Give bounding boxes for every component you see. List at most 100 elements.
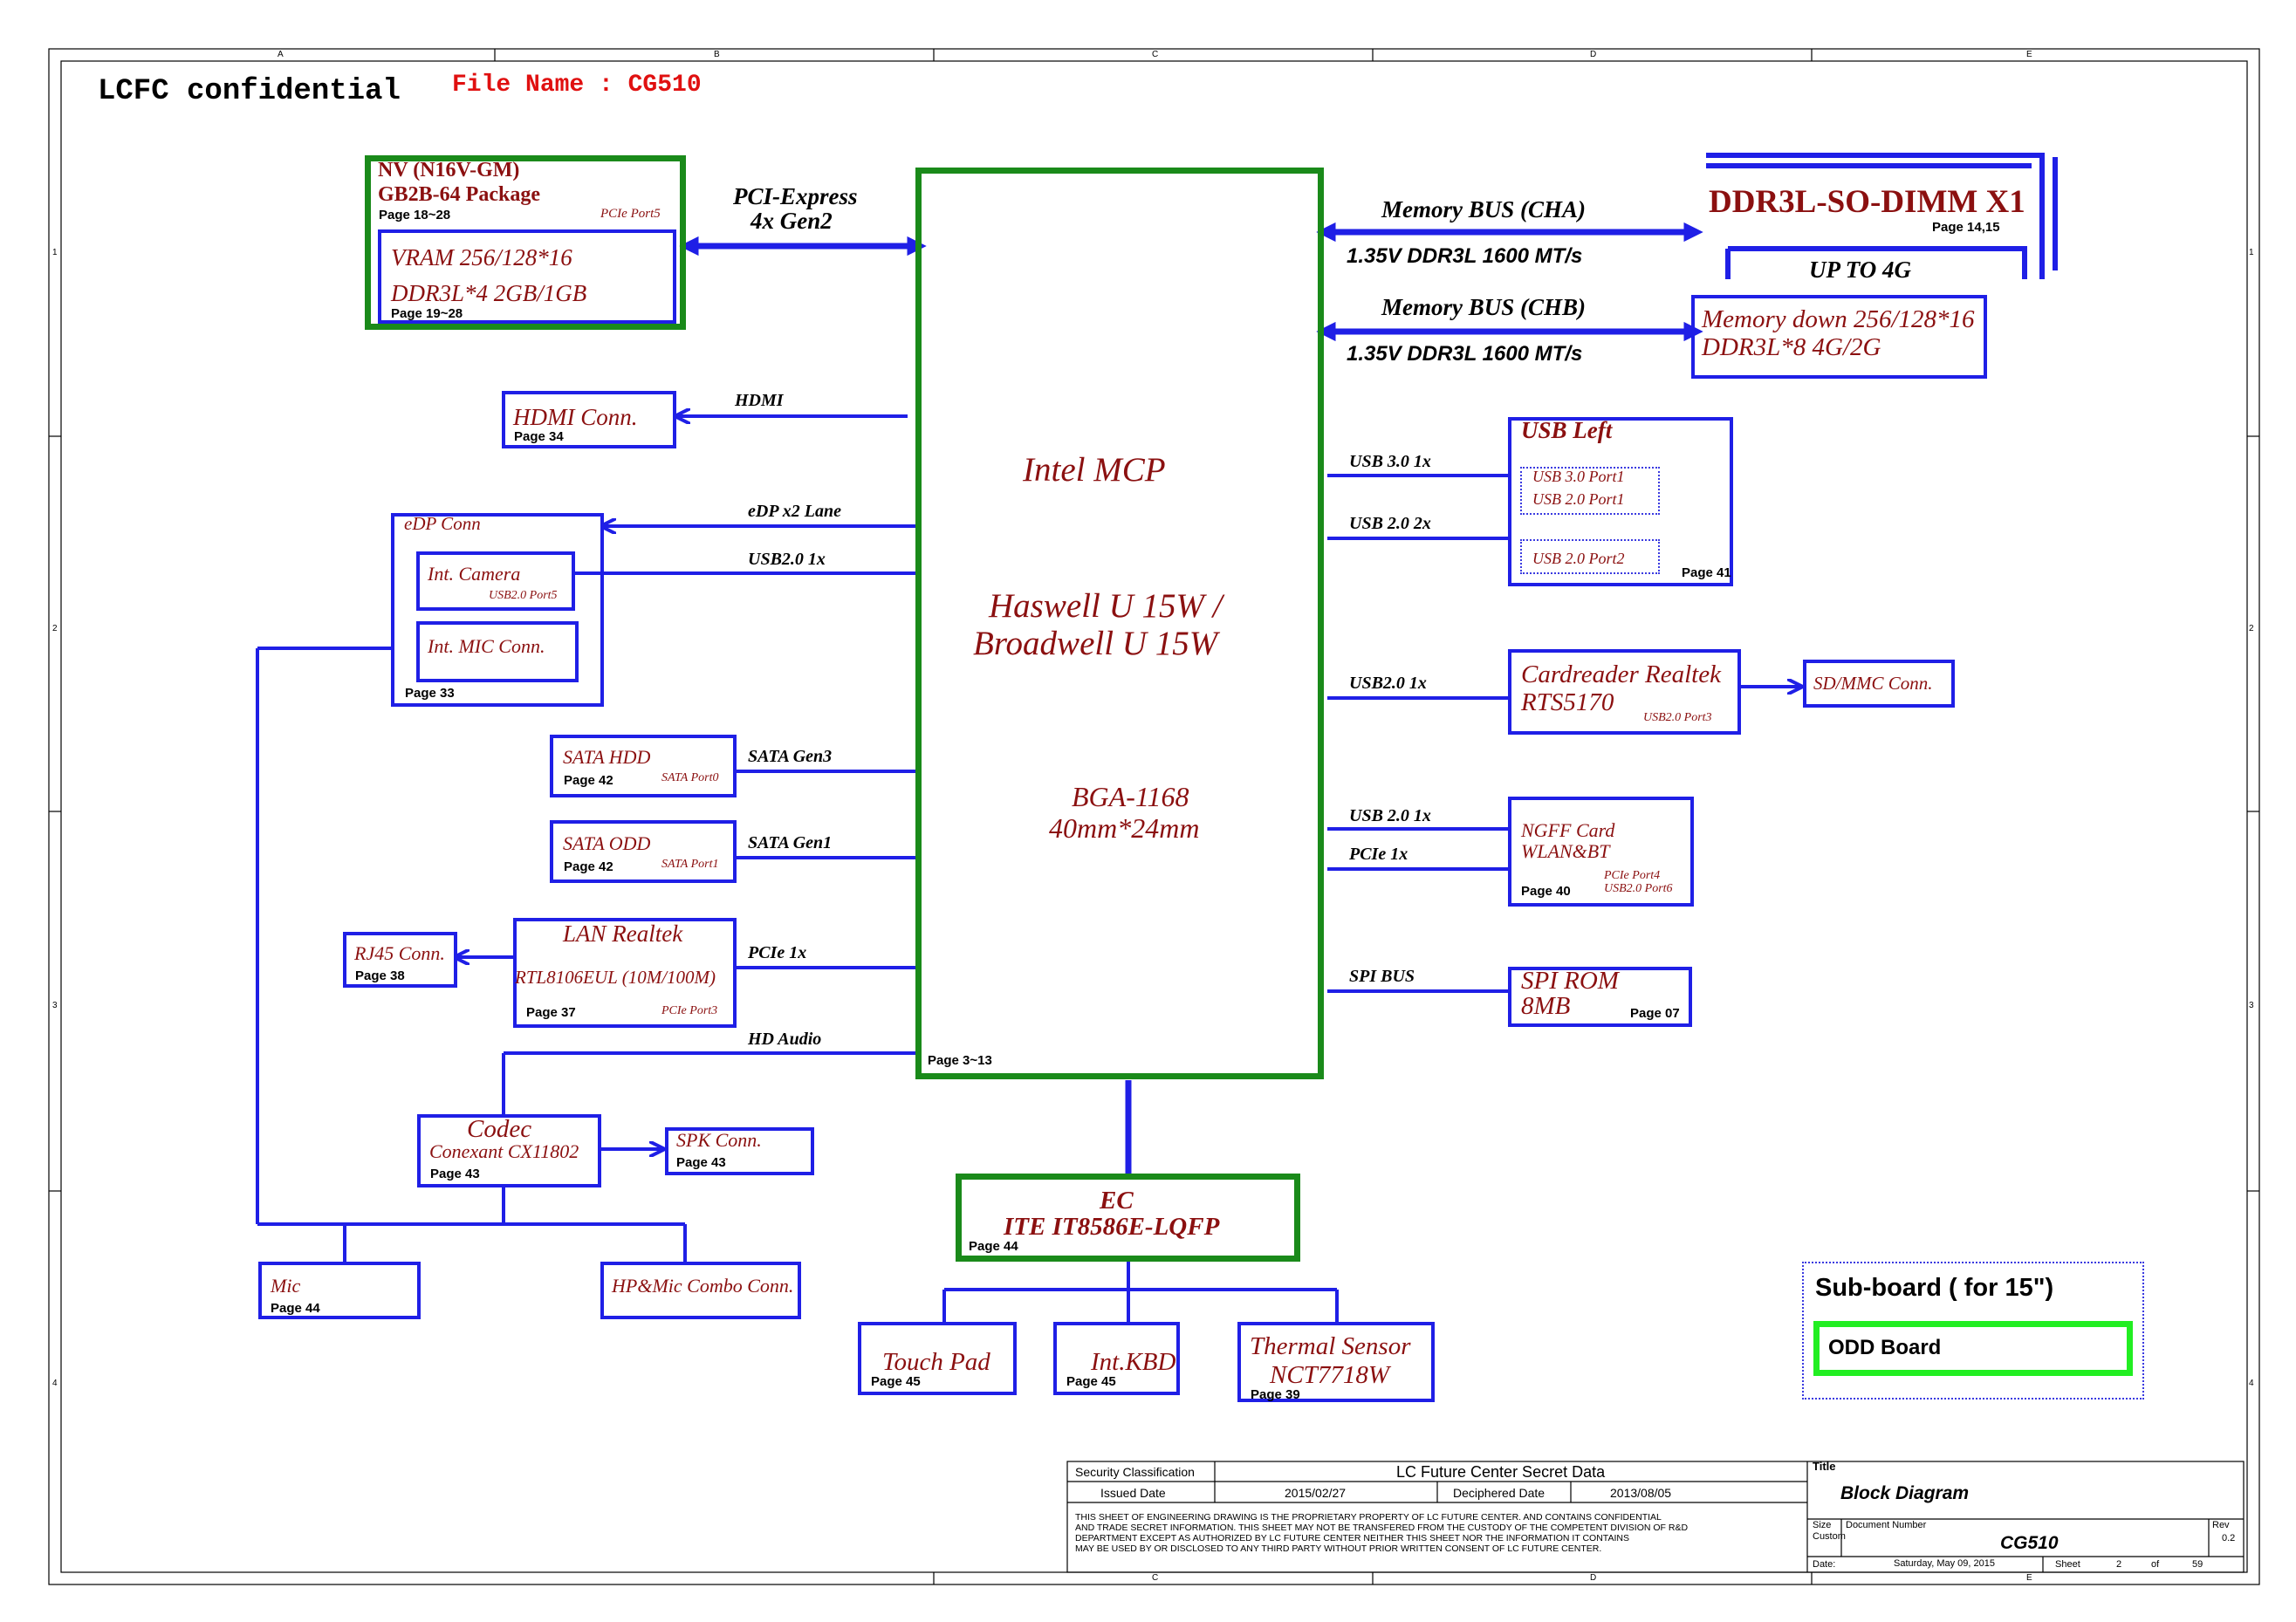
document-number-value: CG510 [2000, 1533, 2059, 1553]
ec-chip: ITE IT8586E-LQFP [1004, 1213, 1220, 1241]
sata-hdd-label: SATA HDD [563, 746, 651, 768]
sata-odd-signal: SATA Gen1 [748, 833, 833, 852]
ec-block [956, 1174, 1300, 1262]
camera-label: Int. Camera [428, 563, 521, 585]
usb2-signal: USB 2.0 2x [1349, 514, 1431, 533]
cpu-block [915, 168, 1324, 1079]
spk-conn-block [665, 1127, 814, 1175]
gpu-block [365, 155, 686, 330]
usb-port1-group [1520, 467, 1660, 515]
rj45-page: Page 38 [355, 968, 405, 983]
thermal-sensor-label: Thermal Sensor [1250, 1332, 1411, 1360]
memory-down-block [1691, 295, 1987, 379]
vram-line2: DDR3L*4 2GB/1GB [391, 280, 587, 306]
ngff-usb-signal: USB 2.0 1x [1349, 806, 1431, 825]
edp-conn-block [391, 513, 604, 707]
ngff-pcie-port: PCIe Port4 [1604, 869, 1661, 882]
cpu-package: BGA-1168 [1072, 781, 1189, 812]
sd-mmc-conn-block [1803, 660, 1955, 708]
security-value: LC Future Center Secret Data [1396, 1463, 1606, 1481]
notice-line3: DEPARTMENT EXCEPT AS AUTHORIZED BY LC FU… [1075, 1533, 1629, 1543]
spi-rom-label: SPI ROM [1521, 967, 1619, 995]
cardreader-label: Cardreader Realtek [1521, 660, 1721, 688]
usb3-port1: USB 3.0 Port1 [1532, 468, 1625, 485]
sata-odd-page: Page 42 [564, 859, 613, 874]
date-label: Date: [1813, 1559, 1836, 1570]
confidential-label: LCFC confidential [98, 75, 401, 108]
notice-line2: AND TRADE SECRET INFORMATION. THIS SHEET… [1075, 1523, 1689, 1533]
cardreader-block [1508, 649, 1741, 735]
usb-port2-group [1520, 539, 1660, 574]
sub-board-title: Sub-board ( for 15") [1815, 1274, 2054, 1302]
cardreader-signal: USB2.0 1x [1349, 674, 1427, 693]
size-value: Custom [1813, 1531, 1846, 1542]
thermal-sensor-block [1237, 1322, 1435, 1402]
ngff-pcie-signal: PCIe 1x [1349, 845, 1408, 864]
vram-block [378, 229, 676, 324]
file-name-label: File Name : CG510 [452, 72, 702, 99]
col-letter-c: C [1152, 50, 1159, 59]
cpu-haswell: Haswell U 15W / [989, 587, 1223, 625]
memory-bus-cha-spec: 1.35V DDR3L 1600 MT/s [1347, 244, 1583, 268]
notice-line4: MAY BE USED BY OR DISCLOSED TO ANY THIRD… [1075, 1543, 1602, 1554]
sub-board-group [1802, 1262, 2144, 1400]
lan-page: Page 37 [526, 1005, 576, 1020]
col-letter-a: A [278, 50, 284, 59]
hdmi-conn-block [502, 391, 676, 448]
pci-express-gen: 4x Gen2 [750, 208, 833, 234]
int-mic-conn-label: Int. MIC Conn. [428, 635, 545, 657]
lan-signal: PCIe 1x [748, 943, 807, 962]
deciphered-label: Deciphered Date [1453, 1486, 1546, 1500]
mic-page: Page 44 [271, 1301, 320, 1316]
codec-page: Page 43 [430, 1167, 480, 1181]
codec-block [417, 1114, 601, 1187]
title-value: Block Diagram [1840, 1483, 1970, 1503]
ngff-function: WLAN&BT [1521, 840, 1610, 862]
lan-block [513, 918, 737, 1028]
usb-left-page: Page 41 [1682, 565, 1731, 580]
edp-page: Page 33 [405, 686, 455, 701]
spi-rom-page: Page 07 [1630, 1006, 1680, 1021]
hdmi-conn-label: HDMI Conn. [513, 404, 638, 430]
deciphered-value: 2013/08/05 [1610, 1486, 1672, 1500]
document-number-label: Document Number [1846, 1520, 1927, 1530]
cpu-size: 40mm*24mm [1049, 812, 1200, 844]
sd-mmc-conn-label: SD/MMC Conn. [1813, 673, 1933, 694]
spi-rom-size: 8MB [1521, 992, 1571, 1020]
dimm-page: Page 14,15 [1932, 220, 2000, 235]
col-letter-e-bottom: E [2026, 1573, 2032, 1583]
cardreader-port: USB2.0 Port3 [1643, 711, 1712, 724]
thermal-sensor-chip: NCT7718W [1270, 1361, 1389, 1389]
spk-page: Page 43 [676, 1155, 726, 1170]
ngff-block [1508, 797, 1694, 907]
codec-chip: Conexant CX11802 [429, 1140, 579, 1162]
issued-label: Issued Date [1100, 1486, 1166, 1500]
int-mic-conn-block [416, 621, 579, 682]
hdmi-page: Page 34 [514, 429, 564, 444]
row-number-4: 4 [52, 1379, 58, 1388]
col-letter-c-bottom: C [1152, 1573, 1159, 1583]
hp-mic-combo-block [600, 1262, 801, 1319]
gpu-package: GB2B-64 Package [378, 183, 540, 206]
int-kbd-label: Int.KBD [1091, 1348, 1176, 1376]
row-number-2: 2 [52, 624, 58, 633]
sata-odd-block [550, 820, 737, 883]
pci-express-label: PCI-Express [733, 183, 858, 209]
touch-pad-page: Page 45 [871, 1374, 921, 1389]
hp-mic-combo-label: HP&Mic Combo Conn. [612, 1275, 794, 1297]
ec-label: EC [1100, 1187, 1134, 1215]
dimm-up-to: UP TO 4G [1809, 257, 1911, 283]
memory-down-line1: Memory down 256/128*16 [1702, 305, 1975, 333]
notice-line1: THIS SHEET OF ENGINEERING DRAWING IS THE… [1075, 1512, 1662, 1523]
touch-pad-label: Touch Pad [882, 1348, 990, 1376]
edp-conn-label: eDP Conn [404, 513, 481, 534]
vram-line1: VRAM 256/128*16 [391, 244, 572, 270]
issued-value: 2015/02/27 [1285, 1486, 1347, 1500]
sata-hdd-signal: SATA Gen3 [748, 747, 833, 766]
cpu-intel-mcp: Intel MCP [1023, 451, 1166, 489]
col-letter-b: B [714, 50, 720, 59]
usb2-port2: USB 2.0 Port2 [1532, 550, 1625, 567]
cpu-page: Page 3~13 [928, 1053, 992, 1068]
